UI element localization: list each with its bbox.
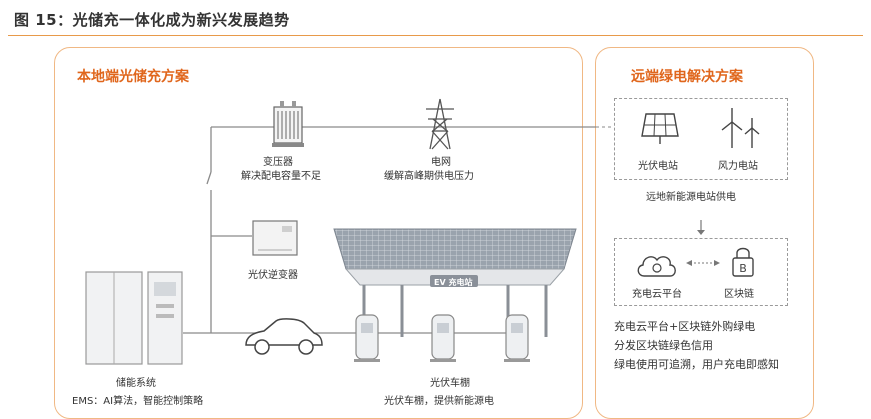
carport-brand: EV 充电站	[434, 278, 473, 287]
figure-title: 图 15：光储充一体化成为新兴发展趋势	[14, 11, 290, 29]
electric-car-icon	[245, 318, 323, 355]
wind-turbine-icon	[721, 108, 760, 148]
wind-station-label: 风力电站	[718, 161, 758, 172]
svg-text:B: B	[739, 262, 747, 275]
inverter-icon	[252, 220, 298, 256]
energy-storage-icon	[85, 271, 183, 365]
transformer-label: 变压器	[263, 157, 293, 168]
blockchain-lock-icon: B	[732, 247, 754, 277]
remote-note-2: 分发区块链绿色信用	[614, 339, 713, 352]
pv-station-label: 光伏电站	[638, 161, 678, 172]
charger-icon	[430, 314, 456, 362]
grid-label: 电网	[431, 157, 451, 168]
remote-panel-title: 远端绿电解决方案	[631, 69, 743, 85]
wire-switch-blade	[206, 171, 212, 185]
inverter-label: 光伏逆变器	[248, 270, 298, 281]
remote-supply-label: 远地新能源电站供电	[646, 192, 736, 203]
transformer-desc: 解决配电容量不足	[241, 171, 321, 182]
cloud-platform-label: 充电云平台	[632, 289, 682, 300]
grid-desc: 缓解高峰期供电压力	[384, 171, 474, 182]
charger-icon	[354, 314, 380, 362]
solar-carport-icon	[333, 228, 577, 337]
transformer-icon	[272, 101, 304, 147]
remote-note-3: 绿电使用可追溯，用户充电即感知	[614, 358, 779, 371]
remote-station-box	[614, 98, 788, 180]
power-tower-icon	[426, 98, 454, 150]
carport-label: 光伏车棚	[430, 378, 470, 389]
blockchain-label: 区块链	[724, 289, 754, 300]
solar-panel-icon	[641, 113, 679, 144]
down-arrow-icon	[697, 220, 705, 235]
title-divider	[8, 35, 863, 36]
remote-note-1: 充电云平台+区块链外购绿电	[614, 320, 756, 333]
cloud-platform-icon	[637, 256, 676, 277]
cloud-blockchain-box	[614, 238, 788, 306]
remote-solution-panel	[595, 47, 814, 419]
storage-label: 储能系统	[116, 378, 156, 389]
local-panel-title: 本地端光储充方案	[77, 69, 189, 85]
charger-icon	[504, 314, 530, 362]
exchange-arrow-icon	[686, 260, 720, 266]
